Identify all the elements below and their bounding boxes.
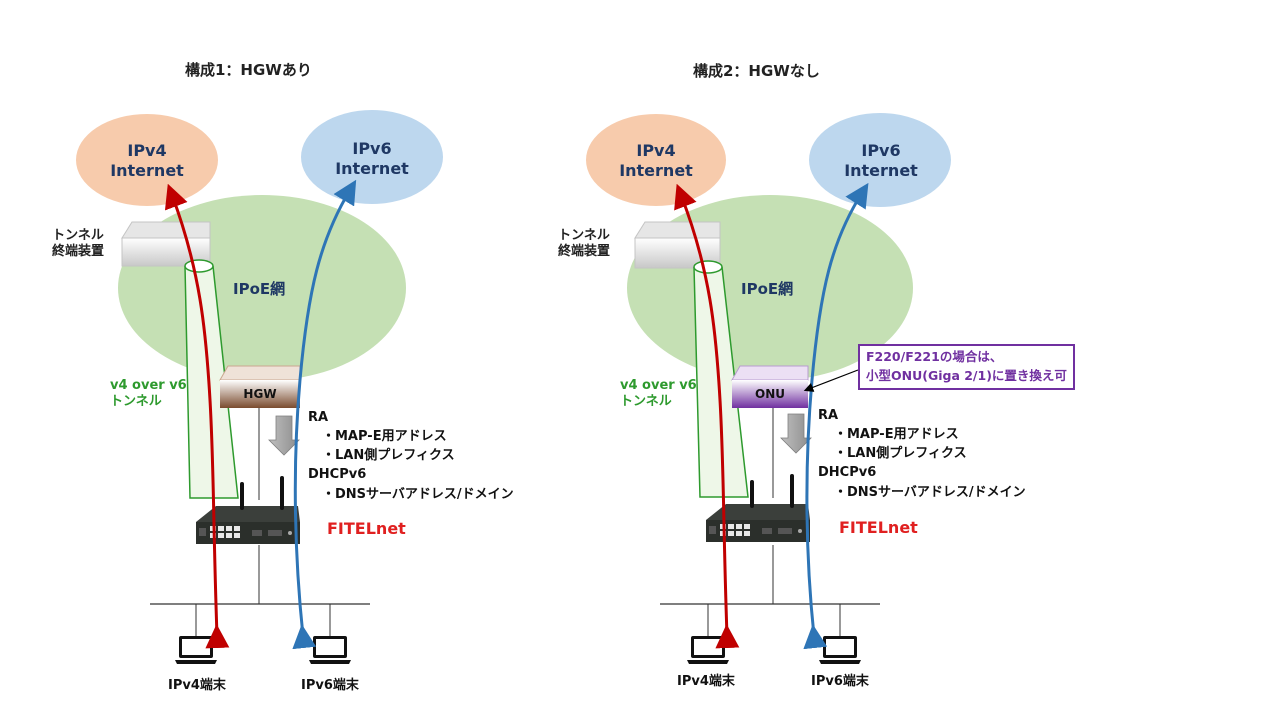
- tunnel-label: v4 over v6 トンネル: [110, 378, 187, 411]
- ipv6-path-arrow: [292, 179, 357, 650]
- ipv6-terminal-label: IPv6端末: [811, 674, 869, 689]
- tunnel-device-line: 終端装置: [558, 244, 611, 260]
- ipv6-cloud-label: IPv6 Internet: [297, 139, 447, 179]
- cloud-line: Internet: [619, 161, 693, 180]
- onu-callout-box: F220/F221の場合は、 小型ONU(Giga 2/1)に置き換え可: [858, 344, 1075, 390]
- dhcp-item: ・DNSサーバアドレス/ドメイン: [834, 485, 1026, 500]
- ra-label: RA: [818, 408, 839, 423]
- tunnel-label-line: トンネル: [110, 394, 162, 410]
- ipv4-internet-cloud: [76, 114, 218, 206]
- gateway-label: ONU: [755, 387, 785, 401]
- ipv4-internet-cloud: [586, 114, 726, 206]
- tunnel-device-line: 終端装置: [52, 244, 105, 260]
- ipv4-terminal-label: IPv4端末: [168, 678, 226, 693]
- gateway-label: HGW: [243, 387, 277, 401]
- callout-line: 小型ONU(Giga 2/1)に置き換え可: [866, 367, 1067, 383]
- laptop-icon: [819, 636, 861, 664]
- ipv4-terminal-label: IPv4端末: [677, 674, 735, 689]
- tunnel-device-label: トンネル 終端装置: [558, 228, 610, 261]
- cloud-line: Internet: [844, 161, 918, 180]
- onu-device: [731, 365, 809, 408]
- ipoe-network-label: IPoE網: [741, 280, 794, 298]
- config-title: 構成2：HGWなし: [693, 62, 820, 80]
- laptop-icon: [175, 636, 217, 664]
- tunnel-label: v4 over v6 トンネル: [620, 378, 697, 411]
- tunnel-label-line: v4 over v6: [110, 378, 187, 393]
- ra-item: ・LAN側プレフィクス: [834, 446, 967, 461]
- ra-item: ・MAP-E用アドレス: [322, 429, 447, 444]
- laptop-icon: [309, 636, 351, 664]
- tunnel-device-label: トンネル 終端装置: [52, 228, 104, 261]
- ipv6-terminal-label: IPv6端末: [301, 678, 359, 693]
- ipv6-path-arrow: [803, 182, 869, 650]
- cloud-line: IPv4: [127, 141, 167, 160]
- config-title: 構成1：HGWあり: [185, 61, 312, 79]
- dhcp-label: DHCPv6: [818, 465, 877, 480]
- cloud-line: IPv6: [352, 139, 392, 158]
- tunnel-device-line: トンネル: [52, 228, 104, 243]
- callout-pointer: [803, 369, 859, 392]
- laptop-icon: [687, 636, 729, 664]
- callout-line: F220/F221の場合は、: [866, 349, 1003, 364]
- down-arrow-icon: [268, 415, 300, 456]
- router-label: FITELnet: [327, 519, 406, 538]
- ipv4-path-arrow: [164, 183, 230, 649]
- ra-item: ・MAP-E用アドレス: [834, 427, 959, 442]
- tunnel-label-line: v4 over v6: [620, 378, 697, 393]
- tunnel-device-line: トンネル: [558, 228, 610, 243]
- ra-item: ・LAN側プレフィクス: [322, 448, 455, 463]
- cloud-line: Internet: [335, 159, 409, 178]
- ipv4-cloud-label: IPv4 Internet: [72, 141, 222, 181]
- ra-label: RA: [308, 410, 329, 425]
- ipoe-network-label: IPoE網: [233, 280, 286, 298]
- dhcp-item: ・DNSサーバアドレス/ドメイン: [322, 487, 514, 502]
- ipv6-cloud-label: IPv6 Internet: [806, 141, 956, 181]
- router-label: FITELnet: [839, 518, 918, 537]
- cloud-line: IPv4: [636, 141, 676, 160]
- cloud-line: Internet: [110, 161, 184, 180]
- config-2: [586, 113, 951, 664]
- config-1: [76, 110, 443, 664]
- ipv4-cloud-label: IPv4 Internet: [581, 141, 731, 181]
- tunnel-label-line: トンネル: [620, 394, 672, 410]
- hgw-device: [219, 365, 301, 408]
- ipv4-path-arrow: [674, 183, 740, 649]
- cloud-line: IPv6: [861, 141, 901, 160]
- dhcp-label: DHCPv6: [308, 467, 367, 482]
